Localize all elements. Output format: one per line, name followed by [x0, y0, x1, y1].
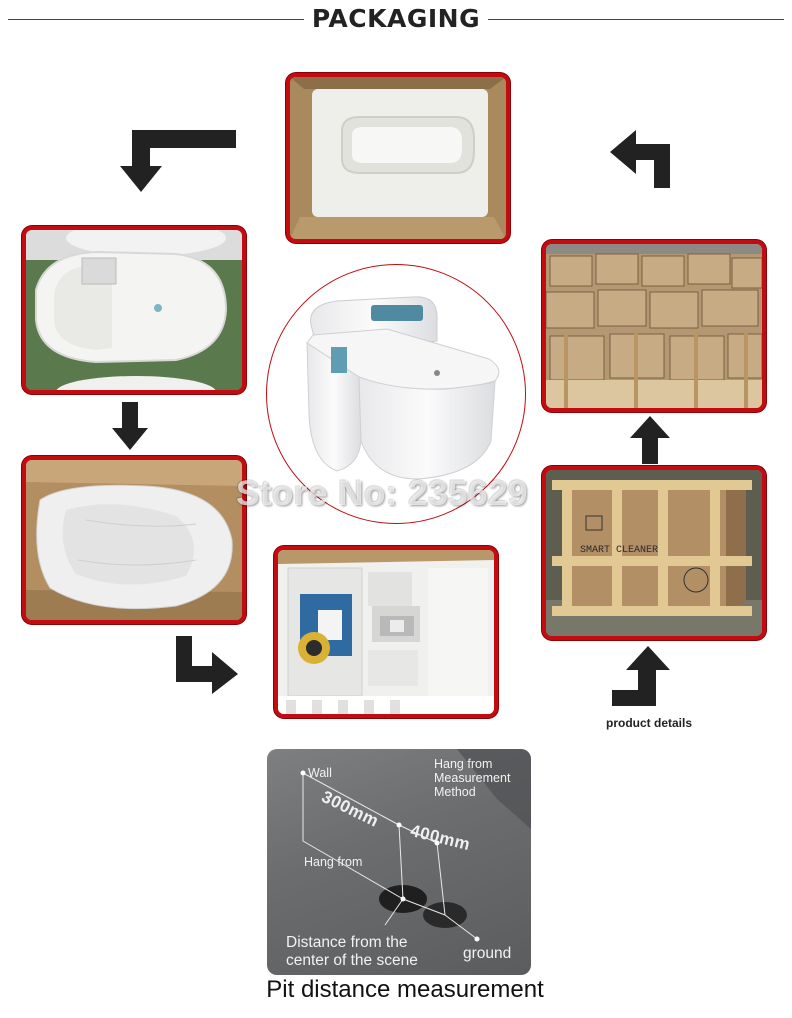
product-circle — [266, 264, 526, 524]
product-details-caption: product details — [606, 716, 693, 730]
arrow-down-icon — [112, 402, 148, 450]
arrow-corner-down-left-icon — [120, 130, 236, 192]
header-rule-left — [8, 19, 304, 20]
page-title: PACKAGING — [311, 4, 481, 33]
smart-toilet-image — [306, 296, 500, 480]
arrow-corner-down-right-icon — [176, 636, 238, 694]
pit-measurement-diagram: Wall Hang from Measurement Method 300mm … — [267, 749, 531, 975]
store-watermark: Store No: 235629 — [236, 474, 529, 513]
photo-warehouse-cartons — [542, 240, 766, 412]
wall-label: Wall — [308, 766, 332, 780]
method-label: Hang from Measurement Method — [434, 757, 511, 799]
photo-wrapped-seat — [22, 226, 246, 394]
photo-wooden-crate: SMART CLEANER — [542, 466, 766, 640]
pit-measurement-title: Pit distance measurement — [266, 976, 544, 1003]
arrow-corner-up-left-icon — [610, 130, 670, 188]
header-rule-right — [488, 19, 784, 20]
distance-from-center-label: Distance from the center of the scene — [286, 934, 418, 969]
arrow-corner-up-right-icon — [612, 646, 670, 706]
ground-label: ground — [463, 945, 512, 962]
photo-foam-accessories — [274, 546, 498, 718]
photo-foam-tray-box — [286, 73, 510, 243]
crate-label: SMART CLEANER — [580, 545, 658, 556]
arrow-up-icon — [630, 416, 670, 464]
photo-bagged-unit — [22, 456, 246, 624]
hang-from-label: Hang from — [304, 855, 363, 869]
